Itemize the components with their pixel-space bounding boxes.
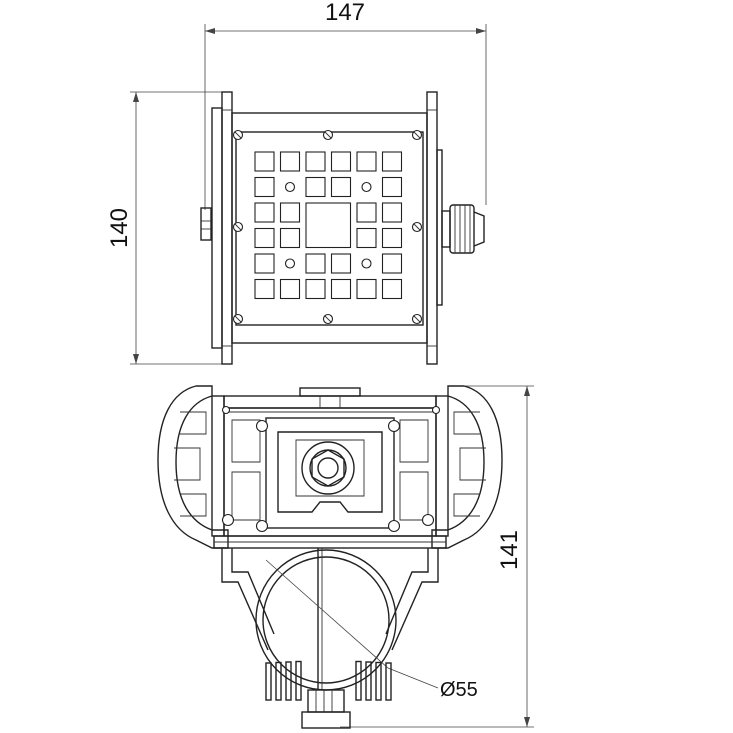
height-dimension: 140 (106, 91, 225, 365)
led-chip (356, 151, 377, 172)
led-chip (254, 151, 275, 172)
led-chip (381, 151, 403, 172)
led-chip (305, 278, 326, 300)
led-chip (254, 227, 275, 249)
led-chip (279, 151, 301, 172)
fin (285, 661, 292, 701)
fin (265, 662, 272, 701)
led-grid (254, 151, 403, 300)
led-chip (381, 253, 403, 274)
led-center-block (305, 202, 352, 249)
fin (385, 662, 392, 701)
led-chip (254, 176, 275, 198)
fin (355, 660, 362, 701)
led-chip (330, 176, 352, 198)
led-chip (279, 202, 301, 223)
led-chip (381, 202, 403, 223)
led-chip (254, 253, 275, 274)
side-screws (221, 405, 441, 533)
led-chip (279, 227, 301, 249)
front-screws (232, 129, 423, 325)
fin (295, 660, 302, 701)
side-height-label: 141 (496, 530, 523, 570)
bottom-gland (301, 689, 351, 729)
led-chip (356, 278, 377, 300)
led-chip (330, 278, 352, 300)
led-chip (254, 202, 275, 223)
fin (365, 661, 372, 701)
width-label: 147 (325, 0, 365, 26)
led-chip (381, 176, 403, 198)
front-view: 147 140 (106, 0, 487, 365)
cable-gland (441, 204, 485, 254)
fin (375, 661, 382, 701)
led-chip (381, 227, 403, 249)
led-chip (356, 202, 377, 223)
led-dot (284, 258, 296, 269)
led-chip (305, 253, 326, 274)
led-chip (305, 151, 326, 172)
height-label: 140 (106, 208, 133, 248)
led-dot (361, 181, 372, 193)
led-chip (381, 278, 403, 300)
led-chip (330, 151, 352, 172)
side-view: 141 (157, 385, 534, 729)
lens: Ø55 (255, 548, 478, 701)
led-chip (305, 176, 326, 198)
lens-diameter-label: Ø55 (440, 679, 478, 701)
led-chip (330, 253, 352, 274)
led-chip (356, 227, 377, 249)
fin (275, 661, 282, 701)
heatsink-fins (265, 660, 392, 701)
led-chip (279, 278, 301, 300)
led-chip (254, 278, 275, 300)
width-dimension: 147 (204, 0, 487, 210)
led-dot (361, 258, 372, 269)
side-height-dimension: 141 (340, 385, 534, 728)
led-dot (284, 181, 296, 193)
